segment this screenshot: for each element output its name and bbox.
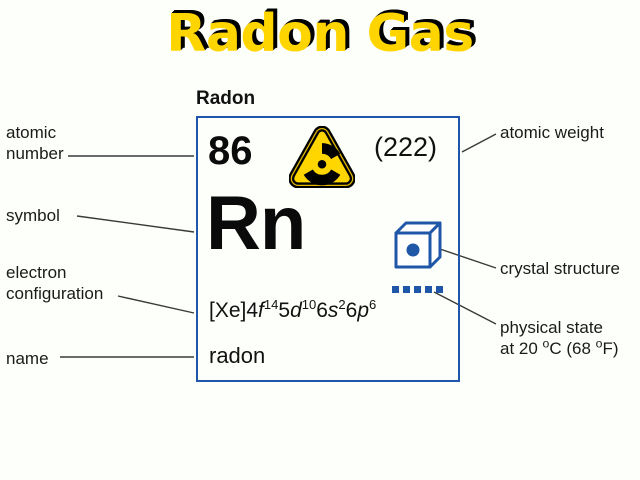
- callout-electron-configuration: electron configuration: [6, 262, 103, 305]
- callout-physical-state: physical state at 20 oC (68 oF): [500, 317, 619, 360]
- physical-state-post: F): [602, 339, 619, 359]
- cubic-crystal-structure-icon: [394, 221, 442, 269]
- callout-name: name: [6, 348, 49, 369]
- callout-physical-state-line1: physical state: [500, 318, 603, 337]
- callout-electron-configuration-line2: configuration: [6, 284, 104, 304]
- element-card-heading: Radon: [196, 88, 256, 109]
- element-name-value: radon: [209, 343, 266, 368]
- callout-physical-state-line2: at 20 oC (68 oF): [500, 336, 619, 359]
- econfig-f-sup: 14: [263, 297, 279, 312]
- econfig-s-letter: s: [327, 299, 339, 322]
- econfig-p-letter: p: [357, 299, 370, 322]
- element-symbol: Rn: [206, 181, 306, 266]
- physical-state-mid: C (68: [549, 339, 596, 359]
- econfig-s-sup: 2: [338, 297, 346, 312]
- callout-crystal-structure-line1: crystal structure: [500, 259, 620, 278]
- econfig-five: 5: [278, 299, 291, 322]
- callout-name-line1: name: [6, 349, 49, 368]
- leader-econfig: [117, 295, 195, 314]
- atomic-number-value: 86: [208, 129, 253, 173]
- electron-configuration-value: [Xe]4f145d106s26p6: [209, 297, 377, 322]
- leader-atomic-weight: [461, 133, 497, 153]
- callout-atomic-weight: atomic weight: [500, 122, 604, 143]
- radioactive-warning-icon: [289, 126, 355, 188]
- callout-symbol-line1: symbol: [6, 206, 60, 225]
- callout-atomic-number-line1: atomic: [6, 123, 57, 142]
- econfig-d-sup: 10: [301, 297, 317, 312]
- econfig-core: [Xe]4: [209, 299, 259, 322]
- callout-symbol: symbol: [6, 205, 60, 226]
- gas-dashes-icon: [392, 286, 443, 293]
- econfig-f-letter: f: [258, 299, 264, 322]
- econfig-six-b: 6: [345, 299, 358, 322]
- physical-state-pre: at 20: [500, 339, 543, 359]
- callout-atomic-number: atomic number: [6, 122, 64, 165]
- callout-atomic-weight-line1: atomic weight: [500, 123, 604, 142]
- leader-symbol: [76, 215, 195, 233]
- page-title: Radon Gas: [166, 4, 474, 64]
- callout-electron-configuration-line1: electron: [6, 263, 67, 282]
- callout-atomic-number-line2: number: [6, 144, 64, 164]
- degree-sign-fahrenheit: o: [595, 336, 603, 351]
- atomic-weight-value: (222): [374, 132, 438, 162]
- element-card-box: [196, 116, 460, 382]
- degree-sign-celsius: o: [542, 336, 550, 351]
- econfig-d-letter: d: [290, 299, 302, 322]
- econfig-p-sup: 6: [369, 297, 377, 312]
- callout-crystal-structure: crystal structure: [500, 258, 620, 279]
- econfig-six-a: 6: [316, 299, 328, 322]
